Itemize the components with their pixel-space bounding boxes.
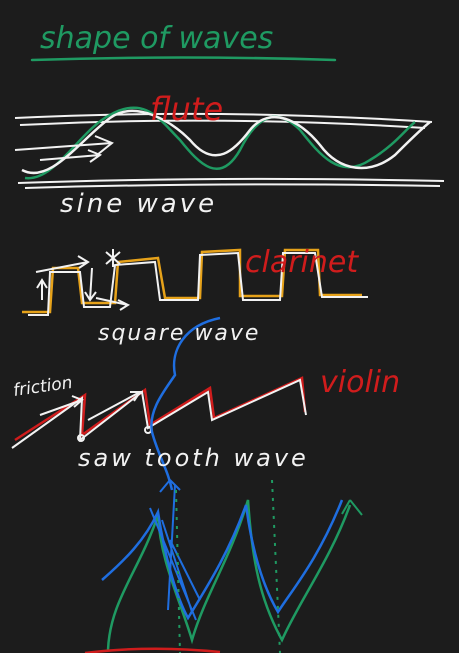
arrow-icon: [87, 391, 142, 421]
friction-label: friction: [12, 373, 74, 401]
dotted-guide: [271, 479, 281, 653]
square-wave-diagram: [22, 248, 368, 316]
instrument-label-flute: flute: [150, 90, 223, 128]
sketch-blue-wave: [101, 499, 344, 621]
wave-label-sine: sine wave: [60, 189, 217, 219]
sine-wave-green: [24, 106, 416, 180]
instrument-label-clarinet: clarinet: [245, 245, 359, 280]
blue-annotation-curve: [150, 316, 221, 491]
arrow-icon: [84, 267, 97, 302]
wave-label-square: square wave: [98, 321, 260, 346]
dotted-guide: [175, 489, 181, 653]
arrow-icon: [39, 395, 84, 416]
star-icon: [105, 249, 121, 267]
sketch-green-wave: [106, 499, 352, 651]
point-marker: [144, 426, 152, 434]
wave-label-sawtooth: saw tooth wave: [78, 444, 309, 472]
arrow-icon: [39, 149, 103, 163]
instrument-label-violin: violin: [320, 365, 400, 400]
point-marker: [77, 434, 85, 442]
arrow-icon: [341, 499, 363, 516]
square-wave-white: [28, 251, 368, 316]
sketch-blue-scribble: [149, 484, 201, 621]
bottom-red-line: [84, 647, 221, 653]
waveform-sketch: [84, 479, 363, 653]
sine-wave-diagram: [14, 106, 445, 189]
arrow-icon: [35, 255, 90, 273]
square-wave-orange: [22, 248, 362, 314]
arrow-icon: [95, 297, 131, 311]
arrow-icon: [14, 135, 114, 156]
arrow-icon: [36, 278, 48, 300]
sawtooth-wave-diagram: [11, 316, 307, 491]
page-title: shape of waves: [40, 21, 273, 56]
sine-wave-white: [21, 109, 431, 175]
title-underline: [30, 56, 337, 62]
arrow-icon: [159, 479, 181, 493]
